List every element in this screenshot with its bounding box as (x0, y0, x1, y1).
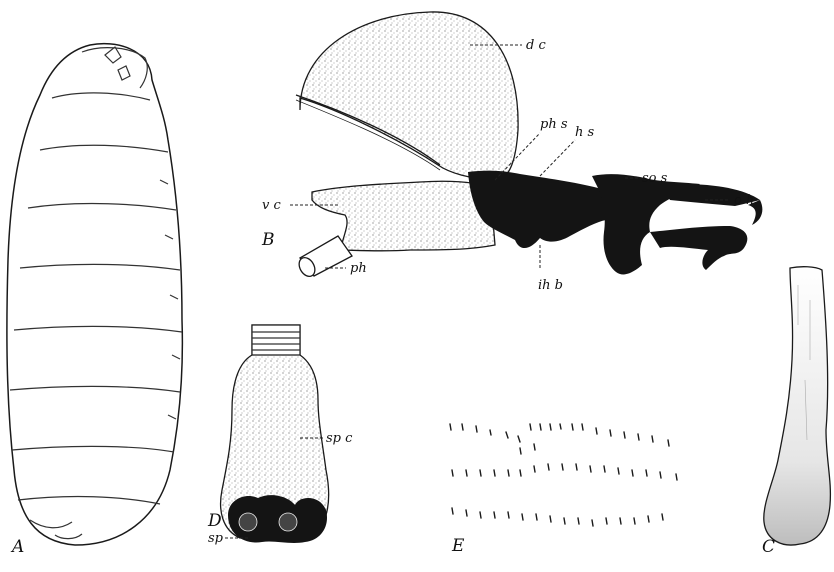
panel-label-A: A (10, 537, 24, 557)
panel-label-E: E (451, 536, 465, 556)
panel-label-B: B (261, 230, 275, 250)
label-phs: ph s (540, 117, 568, 132)
panel-label-D: D (207, 511, 222, 531)
spinule-rows-E (450, 424, 677, 526)
label-spc: sp c (326, 431, 353, 446)
label-sp: sp (208, 531, 224, 546)
label-oh: o h (734, 193, 754, 208)
panel-label-C: C (762, 537, 775, 557)
spiracle-D (221, 325, 329, 543)
organ-C (764, 267, 831, 545)
larva-body-A (7, 44, 182, 545)
label-dc: d c (526, 38, 546, 53)
label-ihb: ih b (538, 278, 563, 293)
label-ph: ph (350, 261, 367, 276)
label-hs: h s (575, 125, 595, 140)
label-vc: v c (262, 198, 281, 213)
label-sos: so s (642, 171, 668, 186)
